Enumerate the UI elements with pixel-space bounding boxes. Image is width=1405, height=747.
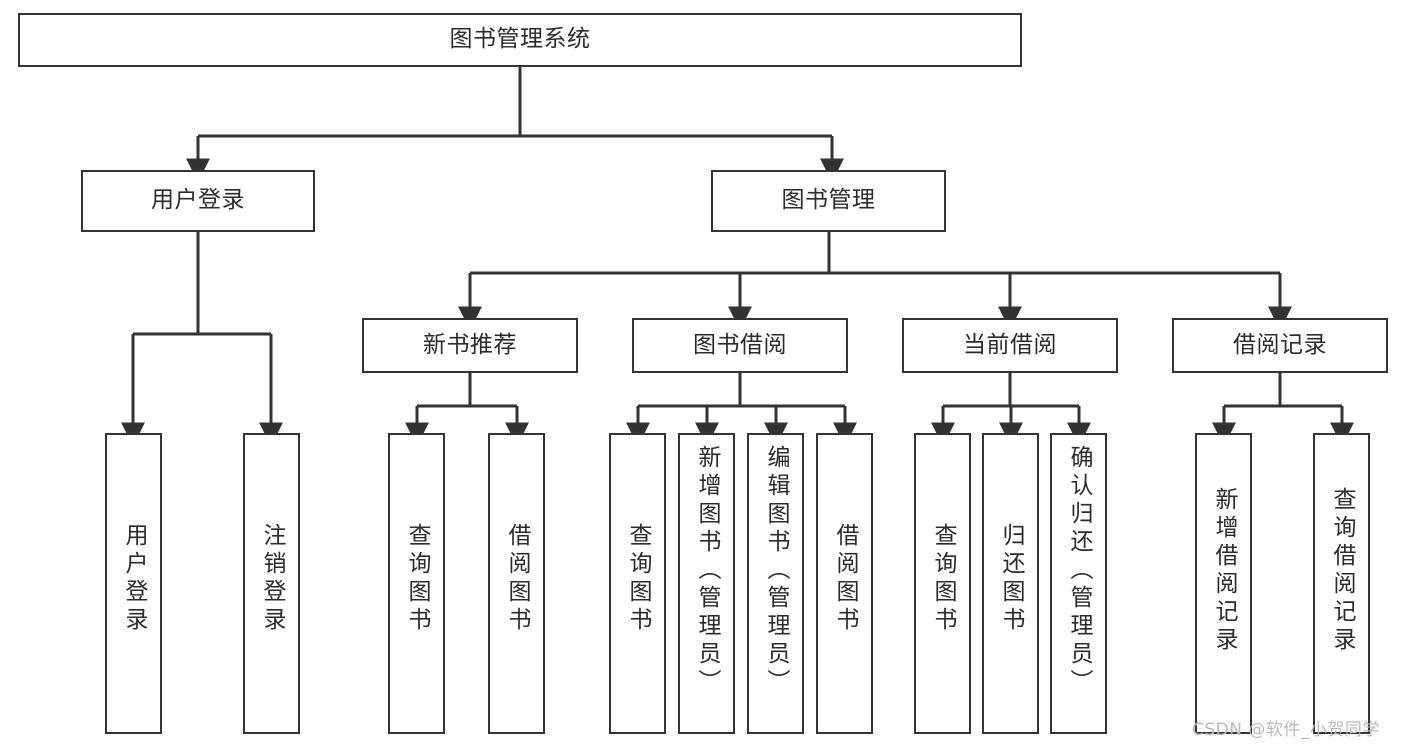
leaf-edit-book-admin-label: 编辑图书（管理员）	[763, 445, 789, 697]
leaf-query-book-borrow[interactable]: 查询图书	[609, 433, 666, 734]
leaf-confirm-return-admin[interactable]: 确认归还（管理员）	[1050, 433, 1107, 734]
leaf-logout-label: 注销登录	[259, 523, 285, 635]
node-current-borrow[interactable]: 当前借阅	[902, 318, 1118, 373]
leaf-query-book-current[interactable]: 查询图书	[914, 433, 971, 734]
node-root-label: 图书管理系统	[449, 26, 591, 53]
leaf-query-borrow-record-label: 查询借阅记录	[1329, 487, 1355, 655]
leaf-query-book-current-label: 查询图书	[930, 523, 956, 635]
leaf-return-book-label: 归还图书	[998, 523, 1024, 635]
leaf-user-login-label: 用户登录	[121, 523, 147, 635]
leaf-logout[interactable]: 注销登录	[243, 433, 300, 734]
node-book-borrow-label: 图书借阅	[693, 331, 787, 358]
leaf-add-book-admin[interactable]: 新增图书（管理员）	[678, 433, 735, 734]
leaf-query-book-newbook[interactable]: 查询图书	[388, 433, 445, 734]
node-new-book-recommend[interactable]: 新书推荐	[362, 318, 578, 373]
node-root[interactable]: 图书管理系统	[18, 13, 1022, 67]
leaf-user-login[interactable]: 用户登录	[105, 433, 162, 734]
node-borrow-records[interactable]: 借阅记录	[1172, 318, 1388, 373]
node-borrow-records-label: 借阅记录	[1233, 331, 1327, 358]
leaf-query-book-borrow-label: 查询图书	[625, 523, 651, 635]
leaf-borrow-book-newbook-label: 借阅图书	[504, 523, 530, 635]
leaf-borrow-book-borrow-label: 借阅图书	[832, 523, 858, 635]
csdn-watermark: CSDN @软件_小贺同学	[1192, 720, 1380, 740]
node-book-management-label: 图书管理	[781, 187, 876, 214]
leaf-query-book-newbook-label: 查询图书	[404, 523, 430, 635]
node-book-borrow[interactable]: 图书借阅	[632, 318, 848, 373]
leaf-add-borrow-record-label: 新增借阅记录	[1211, 487, 1237, 655]
leaf-borrow-book-newbook[interactable]: 借阅图书	[488, 433, 545, 734]
leaf-return-book[interactable]: 归还图书	[982, 433, 1039, 734]
leaf-query-borrow-record[interactable]: 查询借阅记录	[1313, 433, 1370, 734]
node-book-management[interactable]: 图书管理	[711, 170, 946, 232]
node-user-login[interactable]: 用户登录	[81, 170, 315, 232]
leaf-confirm-return-admin-label: 确认归还（管理员）	[1066, 445, 1092, 697]
leaf-edit-book-admin[interactable]: 编辑图书（管理员）	[747, 433, 804, 734]
leaf-borrow-book-borrow[interactable]: 借阅图书	[816, 433, 873, 734]
leaf-add-borrow-record[interactable]: 新增借阅记录	[1195, 433, 1252, 734]
node-user-login-label: 用户登录	[151, 187, 245, 214]
node-current-borrow-label: 当前借阅	[963, 331, 1057, 358]
node-new-book-recommend-label: 新书推荐	[423, 331, 517, 358]
leaf-add-book-admin-label: 新增图书（管理员）	[694, 445, 720, 697]
